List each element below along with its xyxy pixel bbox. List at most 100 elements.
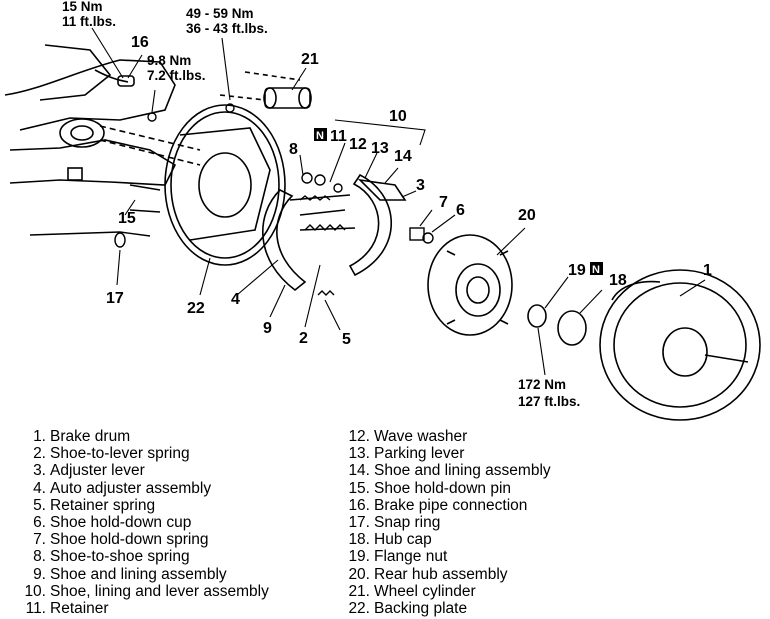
legend-item: 4.Auto adjuster assembly xyxy=(18,480,269,497)
n-badge-11 xyxy=(314,128,327,141)
torque-brake-pipe-ftlbs: 11 ft.lbs. xyxy=(62,14,116,29)
torque-bleeder-ftlbs: 7.2 ft.lbs. xyxy=(147,68,206,83)
callout-17: 17 xyxy=(106,290,124,307)
legend-item-number: 12. xyxy=(348,428,370,445)
rear-hub-assembly xyxy=(427,234,513,336)
exploded-brake-diagram: 15 Nm 11 ft.lbs. 49 - 59 Nm 36 - 43 ft.l… xyxy=(4,0,761,421)
callout-7: 7 xyxy=(439,194,448,211)
legend-item-text: Parking lever xyxy=(374,445,465,463)
legend-item: 7.Shoe hold-down spring xyxy=(18,531,269,548)
legend-item-text: Shoe and lining assembly xyxy=(374,462,551,480)
callout-22: 22 xyxy=(187,300,205,317)
legend-item: 16.Brake pipe connection xyxy=(342,497,551,514)
callout-8: 8 xyxy=(289,141,298,158)
torque-backing-plate-nm: 49 - 59 Nm xyxy=(186,6,254,21)
legend-item-text: Auto adjuster assembly xyxy=(50,479,212,497)
backing-plate xyxy=(164,104,286,266)
legend-item: 22.Backing plate xyxy=(342,600,551,617)
legend-item-number: 13. xyxy=(348,445,370,463)
legend-item: 13.Parking lever xyxy=(342,445,551,462)
legend-item-text: Shoe-to-shoe spring xyxy=(50,548,190,566)
legend-item-text: Shoe hold-down cup xyxy=(50,514,192,532)
callout-4: 4 xyxy=(231,291,240,308)
legend-item-text: Backing plate xyxy=(374,600,468,618)
brake-drum xyxy=(599,269,761,421)
legend-item: 14.Shoe and lining assembly xyxy=(342,462,551,480)
legend-item-text: Snap ring xyxy=(374,514,441,532)
legend-item: 18.Hub cap xyxy=(342,531,551,548)
legend-item-text: Adjuster lever xyxy=(50,462,145,480)
legend-item-number: 14. xyxy=(348,462,370,480)
axle-housing xyxy=(4,44,201,186)
small-hardware xyxy=(29,103,434,248)
n-badge-11-text: N xyxy=(316,130,324,142)
legend-item-text: Wave washer xyxy=(374,428,468,445)
legend-item-number: 17. xyxy=(348,514,370,532)
callout-19: 19 xyxy=(568,262,586,279)
legend-item-text: Brake drum xyxy=(50,428,131,445)
legend-item-text: Retainer xyxy=(50,600,109,618)
legend-item-text: Wheel cylinder xyxy=(374,582,476,600)
n-badge-19 xyxy=(590,262,603,275)
legend-item-text: Hub cap xyxy=(374,531,432,549)
callout-13: 13 xyxy=(371,140,389,157)
torque-brake-pipe-nm: 15 Nm xyxy=(62,0,103,14)
legend-item: 15.Shoe hold-down pin xyxy=(342,480,551,497)
legend-item-text: Shoe-to-lever spring xyxy=(50,445,190,463)
legend-item-number: 5. xyxy=(33,496,46,514)
legend-item: 8.Shoe-to-shoe spring xyxy=(18,548,269,565)
legend-item-number: 11. xyxy=(25,600,46,618)
legend-item: 9.Shoe and lining assembly xyxy=(18,566,269,583)
callout-16: 16 xyxy=(131,34,149,51)
brake-pipe-connection xyxy=(94,69,135,87)
legend-item-number: 16. xyxy=(348,496,370,514)
callout-14: 14 xyxy=(394,148,412,165)
callout-2: 2 xyxy=(299,330,308,347)
torque-flange-nut-nm: 172 Nm xyxy=(518,377,566,392)
callout-20: 20 xyxy=(518,207,536,224)
callout-12: 12 xyxy=(349,136,367,153)
callout-numbers: 1 2 3 4 5 6 7 8 9 10 N 11 12 13 14 15 16… xyxy=(106,34,712,348)
callout-21: 21 xyxy=(301,51,319,68)
callout-11: 11 xyxy=(330,128,347,145)
callout-18: 18 xyxy=(609,272,627,289)
legend-item: 21.Wheel cylinder xyxy=(342,583,551,600)
legend-item-number: 21. xyxy=(348,582,370,600)
legend-item: 19.Flange nut xyxy=(342,548,551,565)
legend-item: 5.Retainer spring xyxy=(18,497,269,514)
legend-item-text: Shoe and lining assembly xyxy=(50,565,227,583)
legend-item: 20.Rear hub assembly xyxy=(342,566,551,583)
legend-item-text: Shoe hold-down spring xyxy=(50,531,209,549)
legend-item-text: Rear hub assembly xyxy=(374,565,508,583)
n-badge-19-text: N xyxy=(592,264,600,276)
legend-item: 6.Shoe hold-down cup xyxy=(18,514,269,531)
legend-item-number: 10. xyxy=(24,582,46,600)
torque-bleeder-nm: 9.8 Nm xyxy=(147,53,191,68)
wheel-cylinder xyxy=(219,71,312,109)
legend-item-text: Brake pipe connection xyxy=(374,496,528,514)
legend-item-number: 20. xyxy=(348,565,370,583)
legend-item-number: 8. xyxy=(33,548,46,566)
legend-item-number: 6. xyxy=(33,514,46,532)
legend-item-number: 1. xyxy=(33,428,46,445)
flange-nut-and-hub-cap xyxy=(527,304,587,346)
legend-item: 10.Shoe, lining and lever assembly xyxy=(18,582,269,600)
callout-6: 6 xyxy=(456,202,465,219)
leader-lines xyxy=(91,27,706,376)
legend-item: 17.Snap ring xyxy=(342,514,551,531)
legend-item: 3.Adjuster lever xyxy=(18,462,269,479)
legend-item-text: Shoe hold-down pin xyxy=(374,479,512,497)
legend-item-text: Shoe, lining and lever assembly xyxy=(50,582,269,600)
torque-flange-nut-ftlbs: 127 ft.lbs. xyxy=(518,394,580,409)
legend-item-text: Retainer spring xyxy=(50,496,156,514)
brake-shoes xyxy=(262,173,407,292)
legend-item-number: 19. xyxy=(348,548,370,566)
callout-3: 3 xyxy=(416,177,425,194)
legend-item-number: 7. xyxy=(33,531,46,549)
torque-labels: 15 Nm 11 ft.lbs. 49 - 59 Nm 36 - 43 ft.l… xyxy=(62,0,580,409)
legend-item-number: 9. xyxy=(33,565,46,583)
legend-item-number: 4. xyxy=(33,479,46,497)
callout-5: 5 xyxy=(342,331,351,348)
